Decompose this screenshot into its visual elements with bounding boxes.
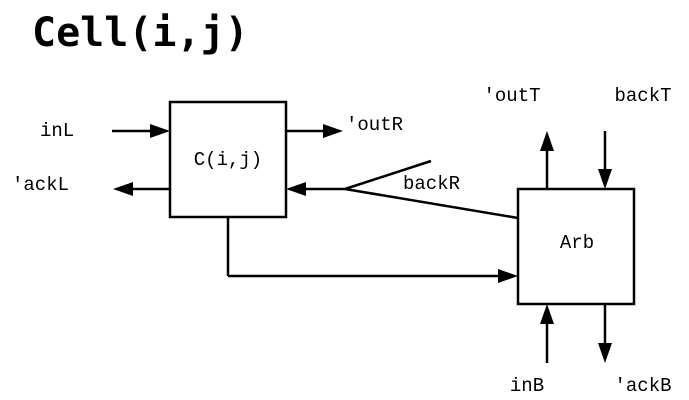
out-right-signal: 'outR <box>286 114 403 138</box>
back-top-label: backT <box>614 85 671 107</box>
back-right-signal: backR <box>286 159 519 220</box>
arrow-left-icon <box>286 182 306 196</box>
ack-left-label: 'ackL <box>12 174 69 196</box>
in-bottom-signal: inB <box>510 304 554 397</box>
ack-bottom-signal: 'ackB <box>598 304 672 397</box>
arrow-right-icon <box>498 269 518 283</box>
arrow-up-icon <box>540 304 554 324</box>
out-top-label: 'outT <box>483 85 540 107</box>
in-left-label: inL <box>40 120 74 142</box>
arrow-up-icon <box>540 131 554 151</box>
diagram-title: Cell(i,j) <box>32 10 249 56</box>
in-bottom-label: inB <box>510 375 544 397</box>
arrow-down-icon <box>598 343 612 363</box>
in-left-signal: inL <box>40 120 170 142</box>
cell-block: C(i,j) <box>168 100 288 219</box>
cell-block-box <box>168 100 288 219</box>
arbiter-block-box <box>516 187 636 306</box>
back-top-signal: backT <box>598 85 672 189</box>
arbiter-block-label: Arb <box>560 232 594 254</box>
back-right-label: backR <box>403 173 460 195</box>
ack-left-signal: 'ackL <box>12 174 170 196</box>
arrow-down-icon <box>598 169 612 189</box>
ack-bottom-label: 'ackB <box>614 375 671 397</box>
out-right-label: 'outR <box>346 114 403 136</box>
arrow-right-icon <box>150 124 170 138</box>
arrow-left-icon <box>113 182 133 196</box>
arrow-right-icon <box>323 124 343 138</box>
cell-block-label: C(i,j) <box>194 149 262 171</box>
cell-to-arbiter-link <box>226 217 518 283</box>
arbiter-block: Arb <box>516 187 636 306</box>
out-top-signal: 'outT <box>483 85 554 189</box>
